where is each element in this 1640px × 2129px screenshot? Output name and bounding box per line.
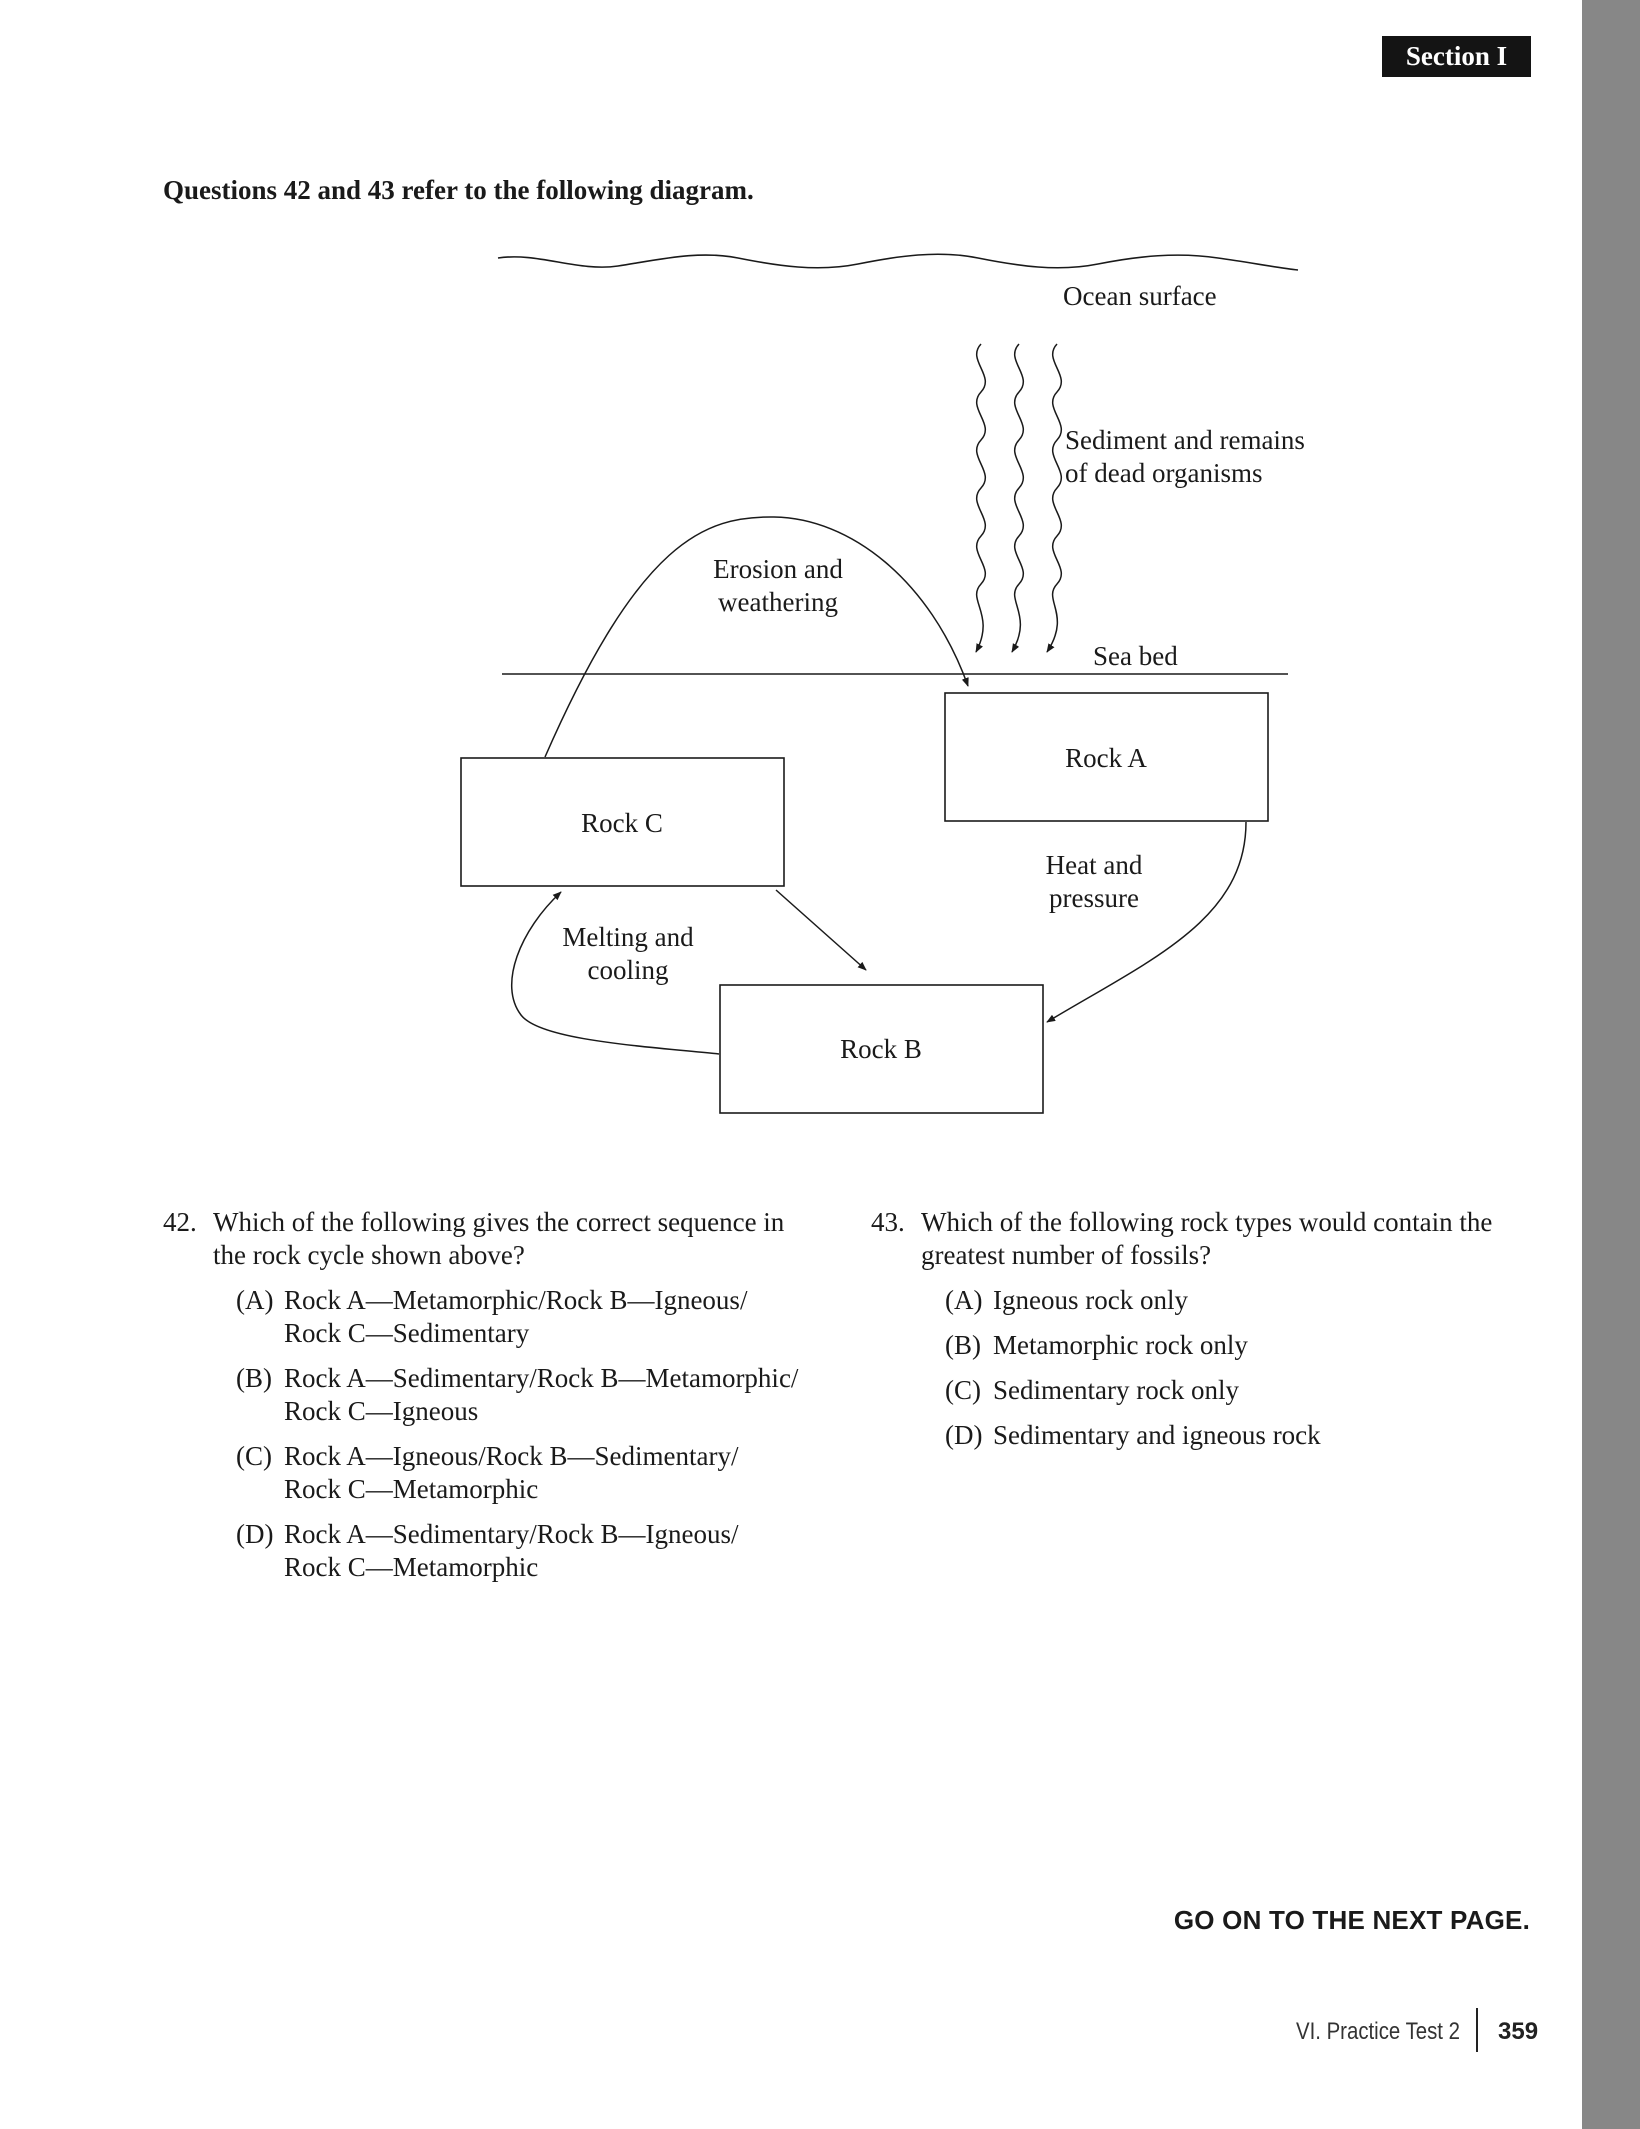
questions-intro: Questions 42 and 43 refer to the followi… xyxy=(163,175,754,205)
erosion-arrow xyxy=(544,516,969,758)
question-42-option-a[interactable]: (A) Rock A—Metamorphic/Rock B—Igneous/ R… xyxy=(236,1284,844,1350)
option-line: Rock C—Metamorphic xyxy=(284,1474,539,1504)
ocean-surface-line xyxy=(497,253,1299,271)
heat-label-line1: Heat and xyxy=(1046,850,1143,880)
c-to-b-arrow xyxy=(775,889,867,971)
option-letter: (C) xyxy=(236,1441,272,1471)
page-number: 359 xyxy=(1498,2018,1539,2045)
option-letter: (D) xyxy=(236,1519,274,1549)
page-edge-bar xyxy=(1582,0,1640,2129)
question-43-option-a[interactable]: (A) Igneous rock only xyxy=(945,1284,1511,1317)
rock-a-label: Rock A xyxy=(1065,743,1147,773)
sediment-arrow-3 xyxy=(1046,343,1063,653)
question-42-options: (A) Rock A—Metamorphic/Rock B—Igneous/ R… xyxy=(236,1284,823,1584)
option-letter: (C) xyxy=(945,1375,981,1405)
option-line: Rock C—Metamorphic xyxy=(284,1552,539,1582)
question-42-number: 42. xyxy=(163,1207,197,1237)
question-43-stem: 43. Which of the following rock types wo… xyxy=(871,1206,1511,1272)
question-43-option-d[interactable]: (D) Sedimentary and igneous rock xyxy=(945,1419,1511,1452)
rock-b-box xyxy=(719,984,1044,1114)
question-43-option-c[interactable]: (C) Sedimentary rock only xyxy=(945,1374,1511,1407)
question-43-text: Which of the following rock types would … xyxy=(921,1207,1493,1270)
heat-label-line2: pressure xyxy=(1049,883,1139,913)
option-line: Rock C—Igneous xyxy=(284,1396,479,1426)
melting-label-line2: cooling xyxy=(588,955,669,985)
heat-pressure-arrow xyxy=(1046,821,1247,1023)
question-42-stem: 42. Which of the following gives the cor… xyxy=(163,1206,823,1272)
option-line: Rock A—Igneous/Rock B—Sedimentary/ xyxy=(284,1441,739,1471)
footer-section-label: VI. Practice Test 2 xyxy=(1295,2018,1460,2045)
option-text: Igneous rock only xyxy=(993,1285,1188,1315)
question-42: 42. Which of the following gives the cor… xyxy=(163,1206,823,1596)
option-letter: (B) xyxy=(236,1363,272,1393)
rock-c-box xyxy=(460,757,785,887)
rock-cycle-diagram: Ocean surface Sediment and remains of de… xyxy=(460,253,1305,1114)
option-letter: (D) xyxy=(945,1420,983,1450)
erosion-label-line1: Erosion and xyxy=(713,554,843,584)
option-letter: (A) xyxy=(945,1285,983,1315)
option-letter: (A) xyxy=(236,1285,274,1315)
melting-cooling-arrow xyxy=(511,891,720,1055)
option-letter: (B) xyxy=(945,1330,981,1360)
sediment-arrow-2 xyxy=(1011,343,1025,653)
question-43: 43. Which of the following rock types wo… xyxy=(871,1206,1511,1464)
go-to-next-page-note: GO ON TO THE NEXT PAGE. xyxy=(1173,1905,1530,1935)
option-line: Rock A—Metamorphic/Rock B—Igneous/ xyxy=(284,1285,748,1315)
question-42-option-c[interactable]: (C) Rock A—Igneous/Rock B—Sedimentary/ R… xyxy=(236,1440,844,1506)
rock-c-label: Rock C xyxy=(581,808,663,838)
option-text: Metamorphic rock only xyxy=(993,1330,1248,1360)
option-line: Rock C—Sedimentary xyxy=(284,1318,530,1348)
sediment-arrow-1 xyxy=(975,343,987,653)
section-tab: Section I xyxy=(1382,36,1531,77)
ocean-surface-label: Ocean surface xyxy=(1063,281,1217,311)
rock-a-box xyxy=(944,692,1269,822)
sea-bed-label: Sea bed xyxy=(1093,641,1178,671)
option-line: Rock A—Sedimentary/Rock B—Igneous/ xyxy=(284,1519,739,1549)
sediment-label-line1: Sediment and remains xyxy=(1065,425,1305,455)
question-43-option-b[interactable]: (B) Metamorphic rock only xyxy=(945,1329,1511,1362)
erosion-label-line2: weathering xyxy=(718,587,838,617)
question-42-text: Which of the following gives the correct… xyxy=(213,1207,785,1270)
footer-divider xyxy=(1476,2008,1478,2052)
question-43-number: 43. xyxy=(871,1207,905,1237)
option-text: Sedimentary rock only xyxy=(993,1375,1239,1405)
melting-label-line1: Melting and xyxy=(562,922,694,952)
question-43-options: (A) Igneous rock only (B) Metamorphic ro… xyxy=(945,1284,1511,1452)
question-42-option-b[interactable]: (B) Rock A—Sedimentary/Rock B—Metamorphi… xyxy=(236,1362,844,1428)
sediment-label-line2: of dead organisms xyxy=(1065,458,1262,488)
question-42-option-d[interactable]: (D) Rock A—Sedimentary/Rock B—Igneous/ R… xyxy=(236,1518,844,1584)
option-line: Rock A—Sedimentary/Rock B—Metamorphic/ xyxy=(284,1363,799,1393)
option-text: Sedimentary and igneous rock xyxy=(993,1420,1321,1450)
rock-b-label: Rock B xyxy=(840,1034,922,1064)
